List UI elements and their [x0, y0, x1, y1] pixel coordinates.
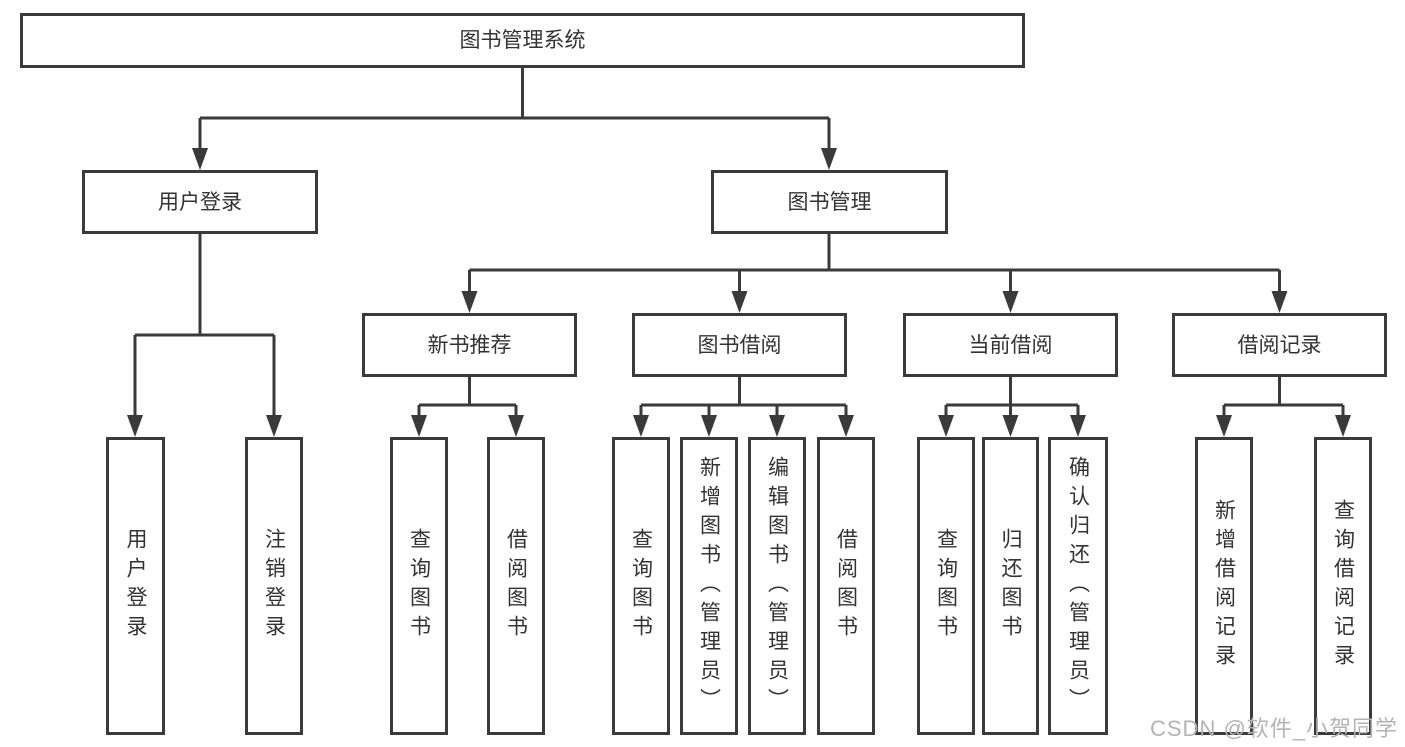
arrow-down-icon [1070, 415, 1086, 437]
arrow-down-icon [192, 148, 208, 170]
arrow-down-icon [838, 415, 854, 437]
arrow-down-icon [508, 415, 524, 437]
node-new-book-borrow: 借阅图书 [487, 437, 545, 735]
node-root: 图书管理系统 [20, 13, 1025, 68]
connector-book-mgmt-to-level2 [461, 234, 1288, 313]
connector-user-login-children [127, 234, 282, 437]
arrow-down-icon [127, 415, 143, 437]
node-login: 用户登录 [106, 437, 165, 735]
connector-book-borrow-children [633, 377, 854, 437]
node-add-book-admin: 新增图书（管理员） [680, 437, 738, 735]
arrow-down-icon [411, 415, 427, 437]
node-current-borrow: 当前借阅 [903, 313, 1118, 377]
watermark: CSDN @软件_小贺同学 [1150, 716, 1399, 741]
node-current-query-book: 查询图书 [917, 437, 975, 735]
node-logout: 注销登录 [245, 437, 303, 735]
node-book-management: 图书管理 [711, 170, 948, 234]
arrow-down-icon [461, 291, 478, 313]
arrow-down-icon [731, 291, 748, 313]
node-new-book-recommend: 新书推荐 [362, 313, 577, 377]
arrow-down-icon [701, 415, 717, 437]
node-borrow-query-book: 查询图书 [612, 437, 670, 735]
node-borrow-book: 借阅图书 [817, 437, 875, 735]
arrow-down-icon [1271, 291, 1288, 313]
connector-root-to-level1 [192, 68, 837, 170]
node-query-borrow-record: 查询借阅记录 [1314, 437, 1372, 735]
arrow-down-icon [1216, 415, 1232, 437]
arrow-down-icon [821, 148, 837, 170]
arrow-down-icon [769, 415, 785, 437]
node-user-login: 用户登录 [82, 170, 318, 234]
connector-current-borrow-children [938, 377, 1086, 437]
arrow-down-icon [266, 415, 282, 437]
node-add-borrow-record: 新增借阅记录 [1195, 437, 1253, 735]
node-return-book: 归还图书 [982, 437, 1039, 735]
arrow-down-icon [1002, 291, 1019, 313]
node-borrow-records: 借阅记录 [1172, 313, 1387, 377]
arrow-down-icon [1002, 415, 1019, 437]
node-confirm-return-admin: 确认归还（管理员） [1048, 437, 1108, 735]
connector-new-book-children [411, 377, 524, 437]
node-edit-book-admin: 编辑图书（管理员） [748, 437, 806, 735]
node-book-borrow: 图书借阅 [632, 313, 847, 377]
arrow-down-icon [633, 415, 649, 437]
connector-borrow-records-children [1216, 377, 1351, 437]
arrow-down-icon [938, 415, 954, 437]
arrow-down-icon [1335, 415, 1351, 437]
node-new-book-query: 查询图书 [390, 437, 448, 735]
